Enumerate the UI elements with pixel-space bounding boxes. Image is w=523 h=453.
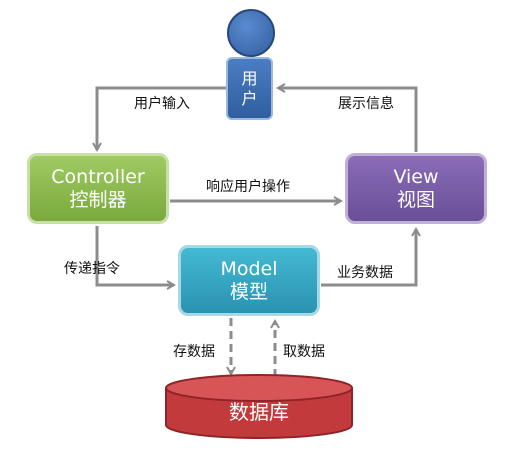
user-node[interactable]: 用 户 <box>226 57 273 120</box>
user-label-line2: 户 <box>241 88 258 108</box>
edge-label-pass-command: 传递指令 <box>64 261 120 277</box>
view-title-en: View <box>393 166 439 189</box>
arrow-model-to-view <box>321 229 416 287</box>
view-title-zh: 视图 <box>396 188 435 211</box>
arrow-controller-to-model <box>95 226 174 285</box>
edge-label-fetch-data: 取数据 <box>283 344 325 360</box>
controller-node[interactable]: Controller 控制器 <box>27 153 169 224</box>
arrow-view-to-user <box>278 88 418 152</box>
edge-label-store-data: 存数据 <box>173 344 215 360</box>
edge-label-respond-user: 响应用户操作 <box>206 179 290 195</box>
edge-label-user-input: 用户输入 <box>134 96 190 112</box>
user-head-icon <box>227 9 275 57</box>
edge-label-show-info: 展示信息 <box>338 96 394 112</box>
model-node[interactable]: Model 模型 <box>178 245 320 316</box>
controller-title-en: Controller <box>51 166 145 189</box>
model-title-en: Model <box>220 258 278 281</box>
edge-label-business-data: 业务数据 <box>337 265 393 281</box>
model-title-zh: 模型 <box>229 280 268 303</box>
user-label-line1: 用 <box>241 69 258 89</box>
database-label: 数据库 <box>229 400 289 424</box>
view-node[interactable]: View 视图 <box>345 153 487 224</box>
database-cylinder <box>165 374 353 439</box>
arrow-user-to-controller <box>97 86 226 150</box>
controller-title-zh: 控制器 <box>69 188 127 211</box>
